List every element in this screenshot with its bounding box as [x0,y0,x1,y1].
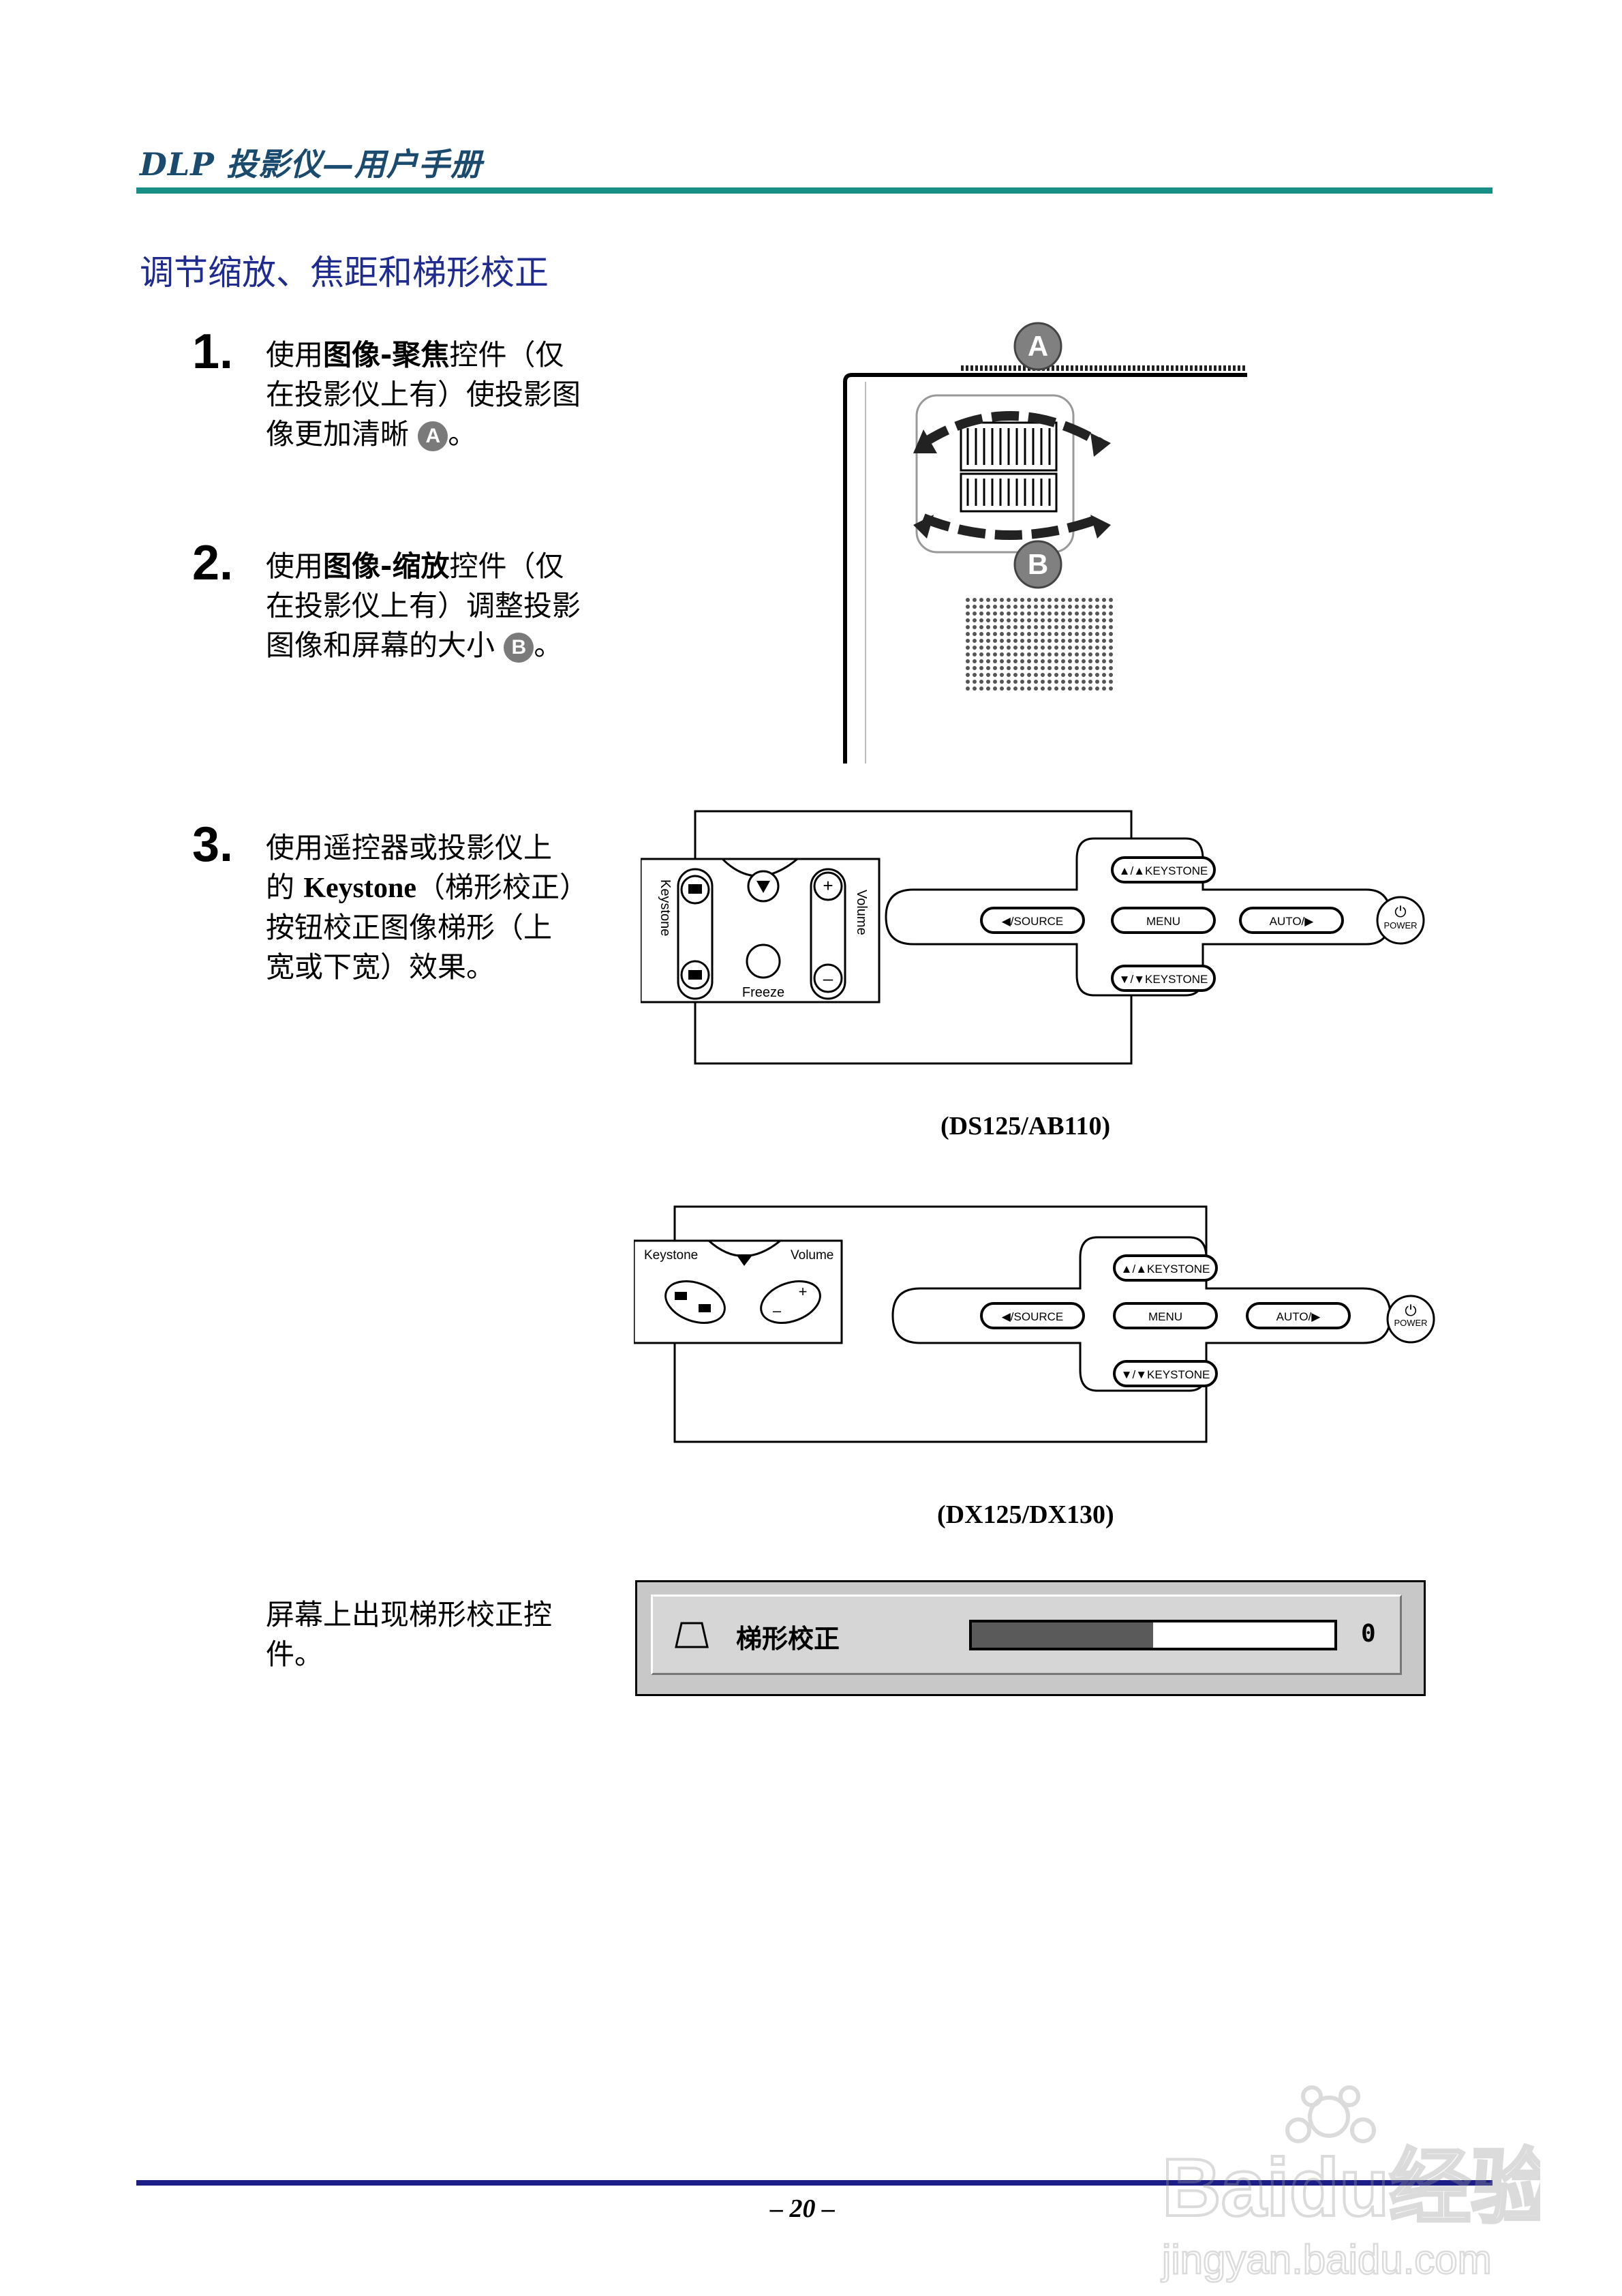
speaker-grill-icon [966,598,1113,691]
power-button-icon [1376,896,1425,945]
keystone-up-label: ▲/▲KEYSTONE [1119,864,1208,877]
source-label: ◀/SOURCE [1002,915,1064,928]
baidu-watermark: Baidu经验 jingyan.baidu.com [1159,2066,1554,2291]
keystone-slider-fill [972,1622,1153,1648]
ds-control-figure: + – Keystone Volume Freeze ▲/▲KEYSTONE ▼… [641,810,1425,1065]
keystone-label: Keystone [644,1248,698,1263]
auto-label: AUTO/▶ [1276,1310,1321,1323]
freeze-button [746,943,781,979]
keystone-down-label: ▼/▼KEYSTONE [1121,1368,1210,1381]
svg-text:⏻: ⏻ [1405,1302,1416,1319]
svg-text:+: + [823,875,833,896]
volume-minus-button [813,963,843,993]
step-3-text: 使用遥控器或投影仪上的 Keystone（梯形校正）按钮校正图像梯形（上宽或下宽… [266,831,575,984]
label-b: B [1028,548,1048,580]
auto-label: AUTO/▶ [1270,915,1315,928]
ds-caption: (DS125/AB110) [940,1112,1111,1141]
volume-label: Volume [854,890,869,935]
header-rule [136,187,1493,194]
keystone-slider[interactable] [969,1620,1337,1650]
label-b-icon [1013,540,1062,589]
watermark-url: jingyan.baidu.com [1161,2237,1492,2282]
power-label: POWER [1383,920,1417,931]
keystone-label: Keystone [658,879,673,936]
step-1-number: 1. [192,324,234,379]
menu-label: MENU [1148,1310,1182,1323]
keystone-rocker-button [664,1280,726,1324]
footer-rule [136,2180,1493,2186]
power-label: POWER [1394,1318,1427,1328]
volume-plus-button [813,871,843,901]
osd-note: 屏幕上出现梯形校正控件。 [266,1598,553,1671]
step-2-number: 2. [192,536,234,590]
osd-label: 梯形校正 [736,1624,840,1654]
keystone-osd: 梯形校正 0 [635,1580,1426,1696]
freeze-label: Freeze [742,985,784,1000]
svg-text:+: + [799,1283,808,1300]
volume-rocker-button [760,1280,821,1324]
label-a: A [1028,330,1048,362]
svg-text:⏻: ⏻ [1394,903,1406,920]
menu-label: MENU [1146,915,1180,928]
page-number: – 20 – [770,2194,835,2223]
keystone-icon [675,1622,709,1648]
keystone-up-label: ▲/▲KEYSTONE [1121,1263,1210,1275]
step-1-text: 使用图像-聚焦控件（仅在投影仪上有）使投影图像更加清晰 A。 [266,338,581,451]
dx-caption: (DX125/DX130) [937,1500,1114,1529]
watermark-brand: Baidu经验 [1162,2142,1540,2233]
step-3-number: 3. [192,817,234,872]
svg-text:–: – [823,968,833,988]
power-button-icon [1386,1295,1435,1344]
focus-ring [960,421,1058,472]
step-2-text: 使用图像-缩放控件（仅在投影仪上有）调整投影图像和屏幕的大小 B。 [266,549,581,663]
section-title: 调节缩放、焦距和梯形校正 [140,253,549,292]
badge-a-icon: A [418,421,448,451]
lens-figure: A B [843,322,1247,764]
dx-control-figure: + – Keystone Volume ▲/▲KEYSTONE ▼/▼KEYST… [634,1205,1435,1443]
source-label: ◀/SOURCE [1002,1310,1064,1323]
volume-label: Volume [791,1248,833,1263]
osd-value: 0 [1361,1620,1376,1648]
label-a-icon [1013,322,1062,371]
header-title: DLP 投影仪—用户手册 [140,146,483,183]
svg-text:–: – [773,1302,782,1319]
zoom-ring [960,472,1058,513]
keystone-down-label: ▼/▼KEYSTONE [1119,973,1208,986]
badge-b-icon: B [504,632,534,663]
